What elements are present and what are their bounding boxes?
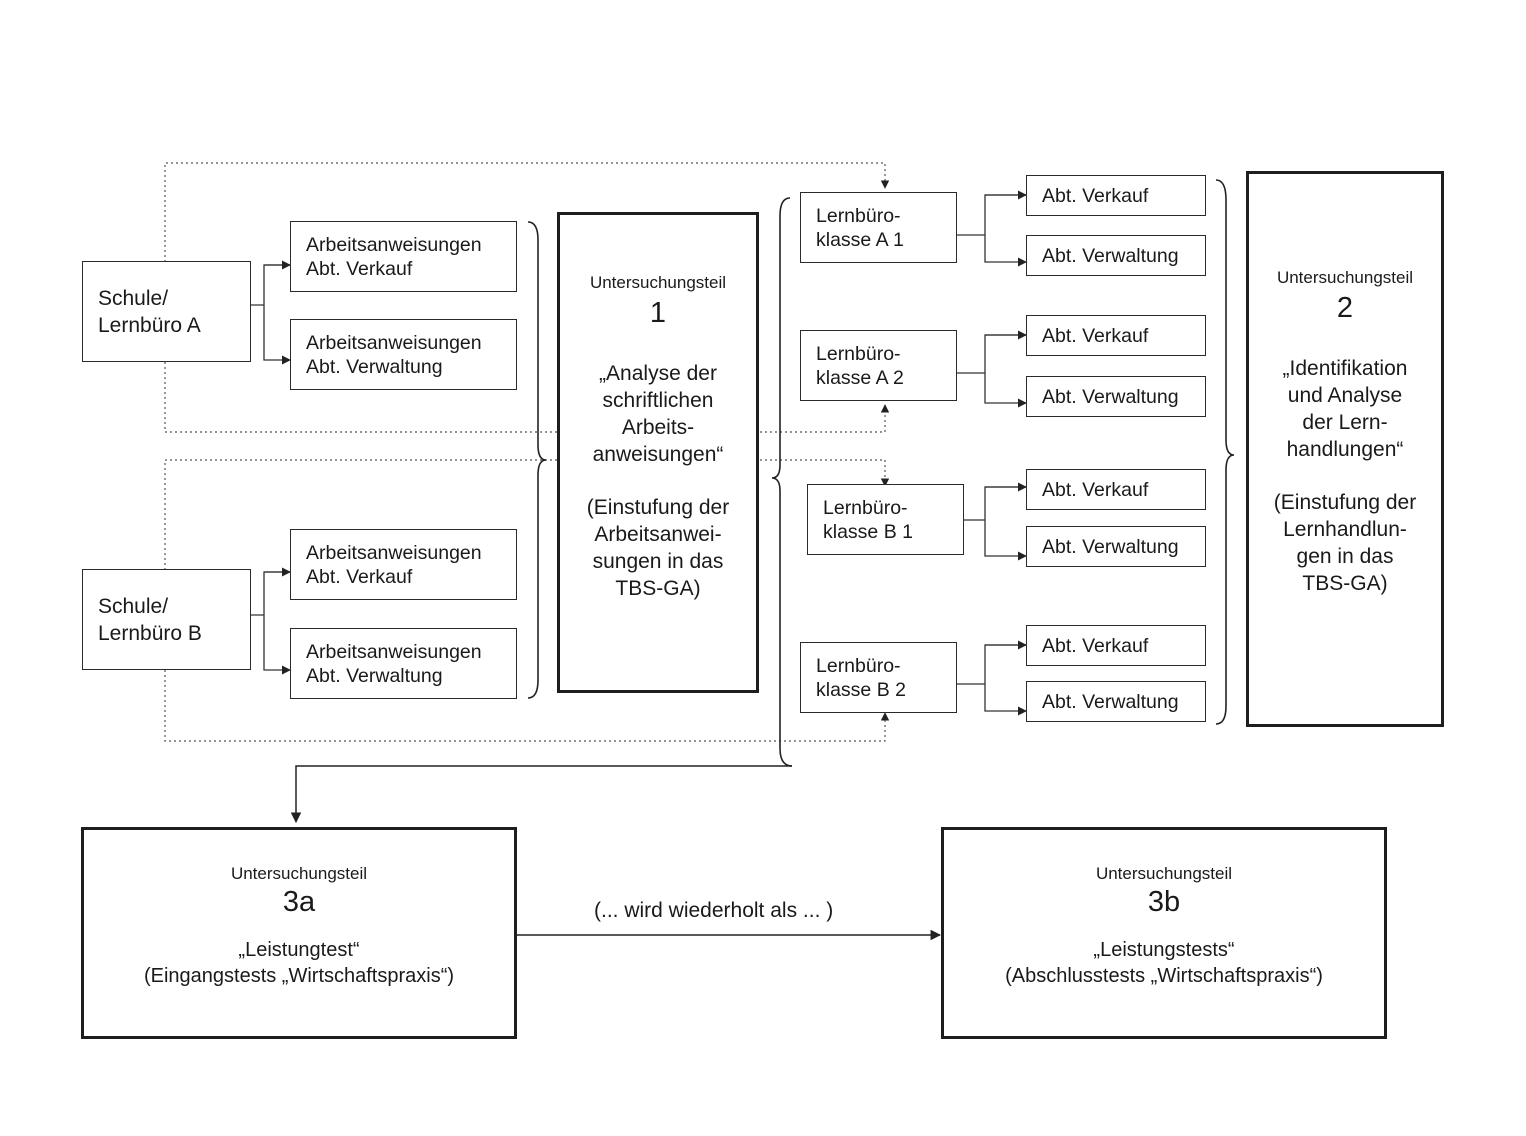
instruction-a-verkauf: Arbeitsanweisungen Abt. Verkauf [290, 221, 517, 292]
dotted-path-a-bottom [164, 362, 890, 433]
part3b-box: Untersuchungsteil 3b „Leistungstests“ (A… [941, 827, 1387, 1039]
part1-detail-line: sungen in das [592, 550, 724, 573]
part3a-number: 3a [282, 886, 316, 918]
part1-title-line: Arbeits- [621, 416, 695, 439]
class-name: klasse B 2 [816, 678, 906, 701]
branch-class-a2 [956, 334, 1026, 403]
part3a-label: Untersuchungsteil [230, 864, 368, 883]
class-label: Lernbüro- [823, 496, 908, 519]
part3b-detail: (Abschlusstests „Wirtschaftspraxis“) [1005, 965, 1323, 987]
dept-b1-verkauf: Abt. Verkauf [1026, 469, 1206, 510]
dotted-path-a-top [164, 162, 890, 262]
part3b-number: 3b [1147, 886, 1181, 918]
class-label: Lernbüro- [816, 654, 901, 677]
part2-title-line: der Lern- [1302, 411, 1388, 434]
part2-title-line: handlungen“ [1286, 438, 1404, 461]
part2-box: Untersuchungsteil 2 „Identifikation und … [1246, 171, 1444, 727]
part1-title: „Analyse der schriftlichen Arbeits- anwe… [593, 360, 724, 468]
part2-detail-line: TBS-GA) [1302, 572, 1388, 595]
dept-b1-verwaltung: Abt. Verwaltung [1026, 526, 1206, 567]
part2-title-line: „Identifikation [1282, 357, 1408, 380]
brace-depts [1215, 179, 1235, 725]
instruction-a-verwaltung: Arbeitsanweisungen Abt. Verwaltung [290, 319, 517, 390]
instruction-dept: Abt. Verkauf [306, 565, 413, 588]
dept-label: Abt. Verwaltung [1042, 244, 1179, 267]
part2-detail-line: (Einstufung der [1273, 491, 1417, 514]
branch-school-b [250, 571, 290, 670]
class-name: klasse A 2 [816, 366, 904, 389]
dept-label: Abt. Verwaltung [1042, 535, 1179, 558]
class-a1-box: Lernbüro- klasse A 1 [800, 192, 957, 263]
instruction-label: Arbeitsanweisungen [306, 640, 482, 663]
instruction-dept: Abt. Verkauf [306, 257, 413, 280]
dept-a2-verkauf: Abt. Verkauf [1026, 315, 1206, 356]
dept-b2-verkauf: Abt. Verkauf [1026, 625, 1206, 666]
dept-label: Abt. Verkauf [1042, 634, 1149, 657]
part2-detail: (Einstufung der Lernhandlun- gen in das … [1274, 489, 1416, 597]
repeat-label: (... wird wiederholt als ... ) [594, 899, 834, 922]
school-a-box: Schule/ Lernbüro A [82, 261, 251, 362]
arrow-to-part3a [290, 765, 792, 824]
instruction-dept: Abt. Verwaltung [306, 664, 443, 687]
part2-label: Untersuchungsteil [1276, 268, 1414, 287]
instruction-dept: Abt. Verwaltung [306, 355, 443, 378]
instruction-b-verkauf: Arbeitsanweisungen Abt. Verkauf [290, 529, 517, 600]
school-b-line2: Lernbüro B [98, 621, 202, 645]
class-name: klasse B 1 [823, 520, 913, 543]
part1-title-line: schriftlichen [602, 389, 714, 412]
class-b1-box: Lernbüro- klasse B 1 [807, 484, 964, 555]
part1-detail-line: Arbeitsanwei- [594, 523, 722, 546]
part3a-title: „Leistungtest“ [238, 939, 360, 961]
instruction-label: Arbeitsanweisungen [306, 331, 482, 354]
part3b-label: Untersuchungsteil [1095, 864, 1233, 883]
part2-title: „Identifikation und Analyse der Lern- ha… [1283, 355, 1408, 463]
instruction-b-verwaltung: Arbeitsanweisungen Abt. Verwaltung [290, 628, 517, 699]
part1-detail-line: TBS-GA) [615, 577, 701, 600]
brace-part1 [771, 197, 793, 767]
dept-label: Abt. Verwaltung [1042, 690, 1179, 713]
class-a2-box: Lernbüro- klasse A 2 [800, 330, 957, 401]
class-label: Lernbüro- [816, 342, 901, 365]
brace-instructions [527, 221, 547, 699]
branch-school-a [250, 264, 290, 360]
part1-label: Untersuchungsteil [589, 273, 727, 292]
class-label: Lernbüro- [816, 204, 901, 227]
school-b-line1: Schule/ [98, 594, 169, 618]
part1-title-line: „Analyse der [599, 362, 717, 385]
branch-class-b1 [963, 486, 1026, 556]
dept-label: Abt. Verkauf [1042, 324, 1149, 347]
part1-title-line: anweisungen“ [592, 443, 724, 466]
part1-box: Untersuchungsteil 1 „Analyse der schrift… [557, 212, 759, 693]
part2-title-line: und Analyse [1287, 384, 1403, 407]
dept-a1-verkauf: Abt. Verkauf [1026, 175, 1206, 216]
dept-b2-verwaltung: Abt. Verwaltung [1026, 681, 1206, 722]
dept-a1-verwaltung: Abt. Verwaltung [1026, 235, 1206, 276]
branch-class-a1 [956, 194, 1026, 262]
dept-a2-verwaltung: Abt. Verwaltung [1026, 376, 1206, 417]
part1-number: 1 [649, 297, 667, 329]
instruction-label: Arbeitsanweisungen [306, 233, 482, 256]
school-a-line2: Lernbüro A [98, 313, 201, 337]
class-b2-box: Lernbüro- klasse B 2 [800, 642, 957, 713]
part2-detail-line: gen in das [1296, 545, 1394, 568]
part2-detail-line: Lernhandlun- [1283, 518, 1407, 541]
dept-label: Abt. Verwaltung [1042, 385, 1179, 408]
part2-number: 2 [1336, 292, 1354, 324]
dotted-path-b-top [164, 459, 890, 570]
branch-class-b2 [956, 644, 1026, 711]
part1-detail: (Einstufung der Arbeitsanwei- sungen in … [587, 494, 729, 602]
part3a-box: Untersuchungsteil 3a „Leistungtest“ (Ein… [81, 827, 517, 1039]
class-name: klasse A 1 [816, 228, 904, 251]
dotted-path-b-bottom [164, 670, 890, 742]
dept-label: Abt. Verkauf [1042, 478, 1149, 501]
part3b-title: „Leistungstests“ [1093, 939, 1235, 961]
school-b-box: Schule/ Lernbüro B [82, 569, 251, 670]
school-a-line1: Schule/ [98, 286, 169, 310]
instruction-label: Arbeitsanweisungen [306, 541, 482, 564]
part1-detail-line: (Einstufung der [586, 496, 730, 519]
dept-label: Abt. Verkauf [1042, 184, 1149, 207]
part3a-detail: (Eingangstests „Wirtschaftspraxis“) [143, 965, 455, 987]
